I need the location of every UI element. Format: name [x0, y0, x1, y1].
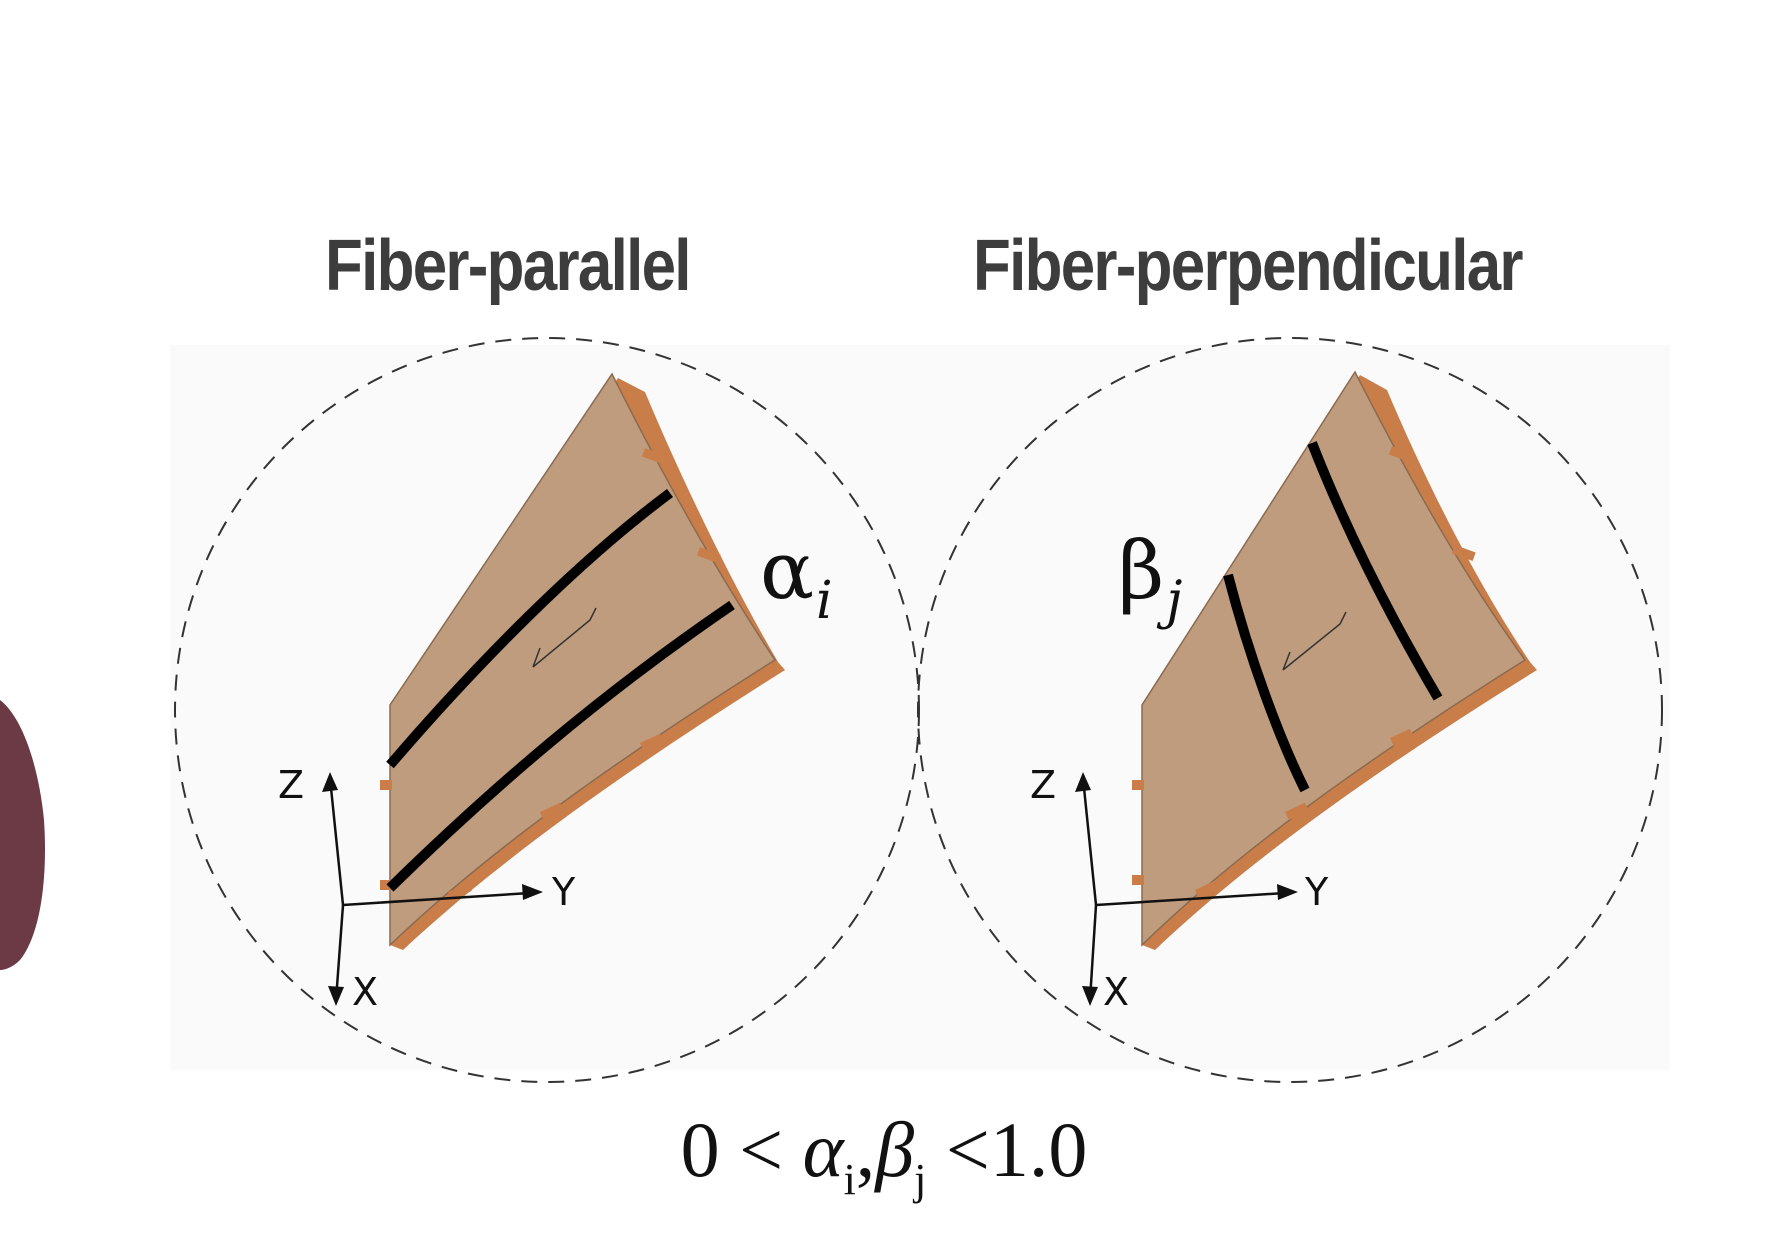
- left-axis-label-x: X: [352, 970, 378, 1014]
- right-fiber-line-1: [1223, 573, 1310, 793]
- equation-less-than-2: <: [945, 1106, 990, 1193]
- right-axis-label-x: X: [1103, 970, 1129, 1014]
- equation-lower-bound: 0: [680, 1106, 720, 1193]
- right-axis-label-y: Y: [1304, 870, 1329, 914]
- right-inner-glyph: [1282, 611, 1347, 671]
- left-axis-arrowheads: [322, 772, 543, 1006]
- left-axis-label-y: Y: [551, 870, 576, 914]
- equation-upper-bound: 1.0: [989, 1106, 1088, 1193]
- fiber-perpendicular-title: Fiber-perpendicular: [973, 226, 1524, 306]
- right-axes: [1081, 777, 1286, 1001]
- right-dashed-boundary: [917, 337, 1663, 1083]
- left-fiber-line-2: [386, 600, 735, 892]
- right-sheet-tabs: [1132, 446, 1476, 899]
- right-axis-label-z: Z: [1030, 763, 1056, 807]
- equation-comma: ,: [855, 1106, 876, 1193]
- equation-alpha-subscript: i: [843, 1155, 856, 1204]
- left-fiber-line-1: [386, 488, 673, 769]
- right-fiber-line-2: [1307, 441, 1443, 701]
- left-sheet-tabs: [380, 448, 721, 901]
- right-sheet-face: [1141, 370, 1527, 947]
- side-object: [0, 700, 45, 970]
- equation-less-than-1: <: [739, 1106, 784, 1193]
- equation-beta: β: [875, 1106, 915, 1193]
- left-sheet-face: [389, 372, 777, 947]
- fiber-parallel-title: Fiber-parallel: [325, 226, 691, 306]
- left-inner-glyph: [532, 607, 597, 668]
- left-axes: [328, 777, 531, 1001]
- left-panel: Z Y X αi: [174, 337, 920, 1083]
- equation-alpha: α: [802, 1106, 844, 1193]
- parameter-range-equation: 0 < αi,βj <1.0: [0, 1105, 1768, 1205]
- left-axis-label-z: Z: [278, 763, 304, 807]
- right-axis-arrowheads: [1075, 772, 1298, 1006]
- alpha-label: αi: [760, 524, 833, 631]
- equation-beta-subscript: j: [914, 1155, 927, 1204]
- beta-label: βj: [1118, 524, 1182, 631]
- right-panel: Z Y X βj: [917, 337, 1663, 1083]
